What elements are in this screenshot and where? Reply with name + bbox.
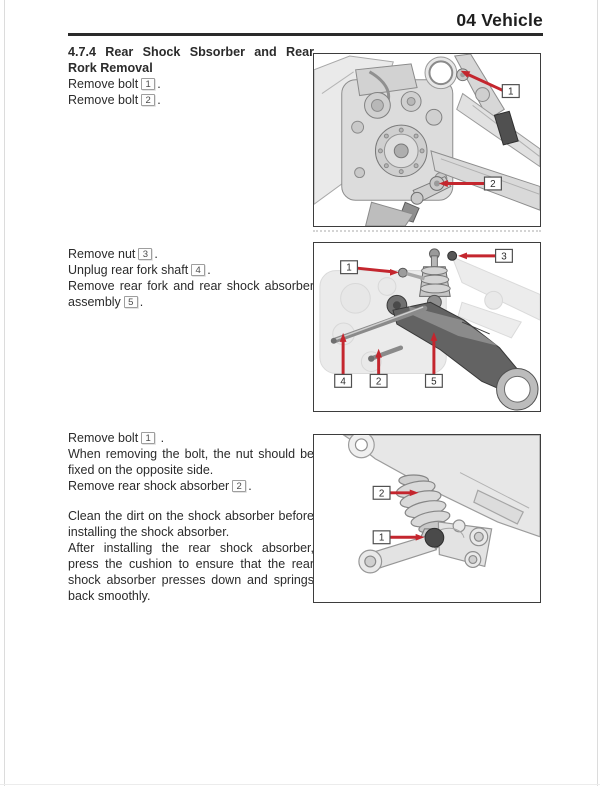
rear-fork-swingarm bbox=[386, 294, 539, 411]
fork-shaft-4 bbox=[330, 305, 428, 344]
svg-text:1: 1 bbox=[508, 87, 514, 98]
para-install-check: After installing the rear shock absorber… bbox=[68, 541, 314, 603]
step-text-end: . bbox=[139, 295, 144, 309]
page-edge-bottom bbox=[0, 784, 600, 785]
figure-callout-2: 2 bbox=[372, 485, 391, 500]
step-text-end: . bbox=[207, 263, 211, 277]
shock-reservoir bbox=[493, 110, 519, 146]
paragraph-gap bbox=[68, 494, 314, 508]
arrow-to-bolt-1 bbox=[389, 533, 425, 541]
step-remove-assembly-5: Remove rear fork and rear shock absorber… bbox=[68, 278, 314, 310]
step-text-end: . bbox=[157, 93, 161, 107]
step-text: Remove bolt bbox=[68, 431, 139, 445]
step-text-end: . bbox=[157, 77, 161, 91]
arrow-to-bolt-1 bbox=[357, 266, 399, 276]
svg-text:2: 2 bbox=[379, 488, 384, 499]
bolt-1-target bbox=[424, 527, 445, 548]
step-text: Unplug rear fork shaft bbox=[68, 263, 189, 277]
figure-callout-4: 4 bbox=[334, 373, 353, 388]
engine-frame-illustration bbox=[314, 54, 540, 226]
figure-callout-2: 2 bbox=[369, 373, 388, 388]
frame-body bbox=[342, 435, 540, 538]
step-text: Remove bolt bbox=[68, 77, 139, 91]
figure-rear-fork-removal: 1 3 4 2 bbox=[313, 242, 541, 412]
step-text: Remove rear fork and rear shock absorber… bbox=[68, 279, 314, 309]
shock-absorber-top bbox=[419, 248, 451, 310]
arrow-to-shaft-4 bbox=[339, 332, 347, 375]
callout-box-4: 4 bbox=[191, 264, 206, 276]
section-heading: 4.7.4 Rear Shock Sbsorber and Rear Rork … bbox=[68, 45, 314, 75]
note-nut-fixed: When removing the bolt, the nut should b… bbox=[68, 447, 314, 477]
figure-callout-1: 1 bbox=[340, 260, 359, 275]
step-text-end: . bbox=[154, 247, 158, 261]
arrow-to-spring-2 bbox=[389, 489, 419, 497]
arrow-to-bolt-1 bbox=[460, 70, 506, 93]
step-text-end: . bbox=[157, 431, 165, 445]
svg-text:2: 2 bbox=[490, 179, 496, 190]
step-text-end: . bbox=[248, 479, 252, 493]
chapter-title: 04 Vehicle bbox=[456, 10, 543, 30]
instruction-block-1: 4.7.4 Rear Shock Sbsorber and Rear Rork … bbox=[68, 44, 314, 108]
header-rule bbox=[68, 33, 543, 36]
svg-text:3: 3 bbox=[501, 251, 507, 262]
svg-text:5: 5 bbox=[431, 376, 437, 387]
figure-callout-5: 5 bbox=[424, 373, 443, 388]
callout-box-5: 5 bbox=[123, 296, 138, 308]
arrow-to-bolt-2 bbox=[438, 180, 485, 187]
figure-callout-1: 1 bbox=[372, 530, 391, 545]
svg-text:4: 4 bbox=[340, 376, 346, 387]
figure-callout-1: 1 bbox=[501, 84, 520, 99]
arrow-to-assembly-5 bbox=[430, 331, 438, 375]
arrow-to-bolt-2 bbox=[375, 348, 382, 375]
figure-shock-absorber-removal: 2 1 bbox=[313, 434, 541, 603]
svg-text:1: 1 bbox=[346, 263, 351, 274]
figure-callout-3: 3 bbox=[494, 248, 513, 263]
bolt-1-part bbox=[397, 267, 425, 281]
callout-box-2: 2 bbox=[232, 480, 247, 492]
step-text: Remove bolt bbox=[68, 93, 139, 107]
step-text: Remove rear shock absorber bbox=[68, 479, 230, 493]
linkage-arms bbox=[358, 519, 493, 574]
figure-callout-2: 2 bbox=[483, 176, 502, 191]
arrow-to-nut-3 bbox=[458, 252, 496, 260]
svg-text:1: 1 bbox=[379, 533, 384, 544]
figure-frame-bolt-locations: 1 2 bbox=[313, 53, 541, 227]
para-clean-shock: Clean the dirt on the shock absorber bef… bbox=[68, 509, 314, 539]
callout-box-3: 3 bbox=[138, 248, 153, 260]
callout-box-2: 2 bbox=[141, 94, 156, 106]
callout-box-1: 1 bbox=[141, 432, 156, 444]
page-edge-right bbox=[597, 0, 598, 786]
svg-text:2: 2 bbox=[376, 376, 381, 387]
step-text: Remove nut bbox=[68, 247, 136, 261]
scan-artifact-dotted-line bbox=[313, 230, 541, 232]
nut-3-part bbox=[447, 250, 458, 261]
page-edge-left bbox=[4, 0, 5, 786]
callout-box-1: 1 bbox=[141, 78, 156, 90]
